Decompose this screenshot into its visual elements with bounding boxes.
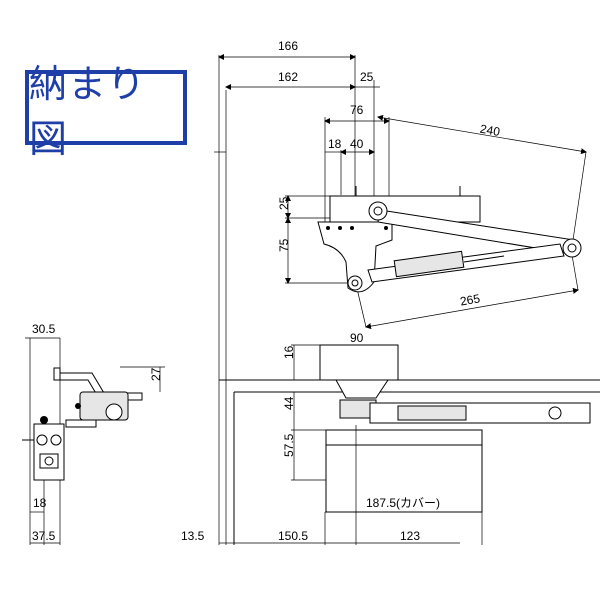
- dim-265-ext: [571, 254, 579, 291]
- bracket-hole-inner: [351, 279, 359, 287]
- shoe-front: [335, 379, 389, 399]
- screw-2: [338, 226, 342, 230]
- title-text: 納まり図: [29, 61, 147, 161]
- dim-240: 240: [479, 122, 501, 139]
- screw-1: [326, 226, 330, 230]
- dim-40: 40: [350, 137, 364, 151]
- top-view: 166 162 25 76 18 40 240 265 25 75: [214, 39, 587, 545]
- dim-18a: 18: [328, 137, 342, 151]
- screw-4: [384, 226, 388, 230]
- side-screw: [75, 403, 81, 409]
- closer-body: [325, 429, 483, 513]
- bracket-hole: [347, 275, 363, 291]
- dim-25a: 25: [360, 70, 374, 84]
- arm-rod: [463, 255, 505, 263]
- dim-162: 162: [278, 70, 298, 84]
- side-valve-1: [36, 434, 48, 446]
- dim-18b: 18: [33, 496, 47, 510]
- side-body: [33, 423, 65, 481]
- dim-44: 44: [282, 396, 296, 410]
- dim-150-5: 150.5: [278, 529, 308, 543]
- dim-166: 166: [278, 39, 298, 53]
- side-arm-pin: [53, 367, 61, 381]
- dim-75: 75: [277, 238, 291, 252]
- main-pivot-inner: [373, 206, 383, 216]
- dim-30-5: 30.5: [32, 322, 56, 336]
- side-screw-top: [40, 416, 48, 424]
- dim-27: 27: [149, 367, 163, 381]
- screw-3: [350, 226, 354, 230]
- side-plate: [65, 419, 97, 428]
- side-view: 30.5 27 18 37.5: [22, 322, 165, 545]
- dim-37-5: 37.5: [32, 529, 56, 543]
- dim-265: 265: [459, 291, 481, 308]
- dim-123: 123: [400, 529, 420, 543]
- dim-90: 90: [350, 331, 364, 345]
- side-plug-hole: [44, 456, 54, 466]
- dim-76: 76: [350, 103, 364, 117]
- dim-265-line: [365, 287, 579, 330]
- dim-13-5: 13.5: [181, 529, 205, 543]
- side-valve-2: [50, 434, 62, 446]
- dim-240-ext: [572, 151, 587, 241]
- dim-240-line: [377, 114, 587, 155]
- dim-25b: 25: [277, 196, 291, 210]
- side-pivot: [105, 403, 123, 421]
- dim-187-5: 187.5(カバー): [366, 496, 440, 510]
- arm-adjuster-front: [397, 405, 467, 421]
- dim-16: 16: [282, 345, 296, 359]
- dim-57-5: 57.5: [282, 433, 296, 457]
- title-badge: 納まり図: [25, 62, 187, 161]
- arm-end-joint: [548, 406, 562, 420]
- front-view: 90 16 44 57.5 187.5(カバー) 13.5 150.5 123: [181, 331, 600, 545]
- arm-adjuster: [393, 250, 465, 278]
- elbow-joint-inner: [567, 243, 577, 253]
- bracket-box: [319, 344, 399, 381]
